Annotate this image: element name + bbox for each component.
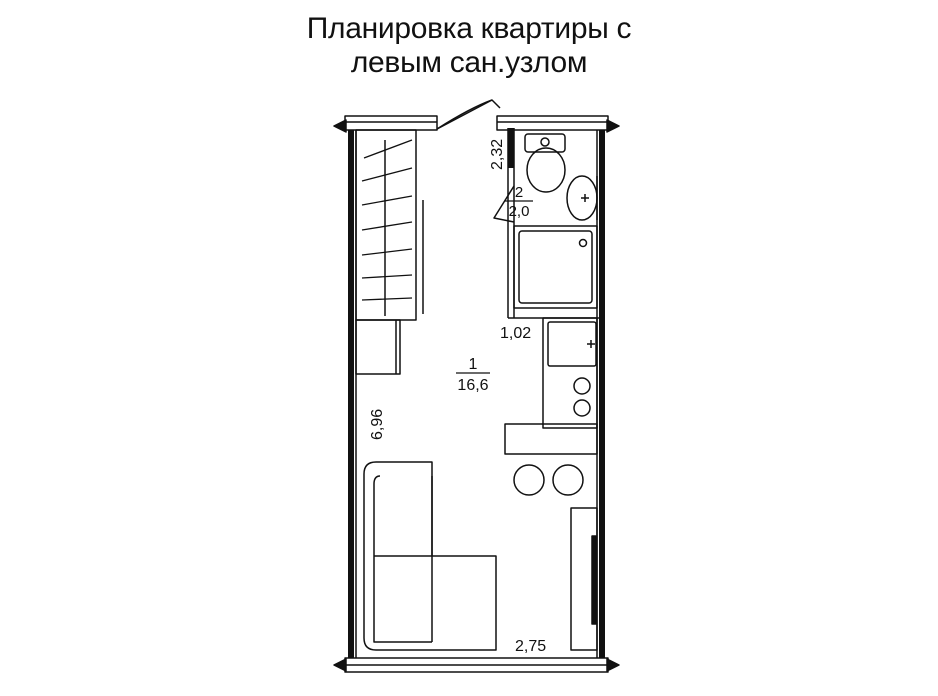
- dimension-kitchen-niche: 1,02: [500, 325, 531, 342]
- sofa-icon: [363, 461, 497, 651]
- washbasin-icon: [566, 175, 598, 221]
- room-2-area: 2,0: [509, 203, 530, 220]
- cabinet-icon: [570, 507, 598, 651]
- room-2-number: 2: [515, 184, 523, 201]
- plan-title: Планировка квартиры с левым сан.узлом: [0, 12, 938, 80]
- bathroom-walls: [493, 128, 599, 319]
- title-line-2: левым сан.узлом: [350, 46, 588, 79]
- shower-icon: [513, 225, 598, 309]
- dimension-length: 6,96: [369, 409, 386, 440]
- toilet-icon: [524, 133, 566, 193]
- room-1-area: 16,6: [457, 377, 488, 394]
- entrance-door: [436, 99, 501, 130]
- exterior-walls: [344, 115, 609, 673]
- bar-stools-icon: [513, 464, 584, 496]
- wardrobe-icon: [355, 129, 424, 375]
- room-1-number: 1: [469, 356, 478, 373]
- window-markers: [333, 119, 620, 672]
- dimension-bathroom-width: 2,32: [489, 139, 506, 170]
- title-line-1: Планировка квартиры с: [306, 12, 632, 45]
- kitchen-unit-icon: [504, 317, 598, 455]
- dimension-width: 2,75: [515, 638, 546, 655]
